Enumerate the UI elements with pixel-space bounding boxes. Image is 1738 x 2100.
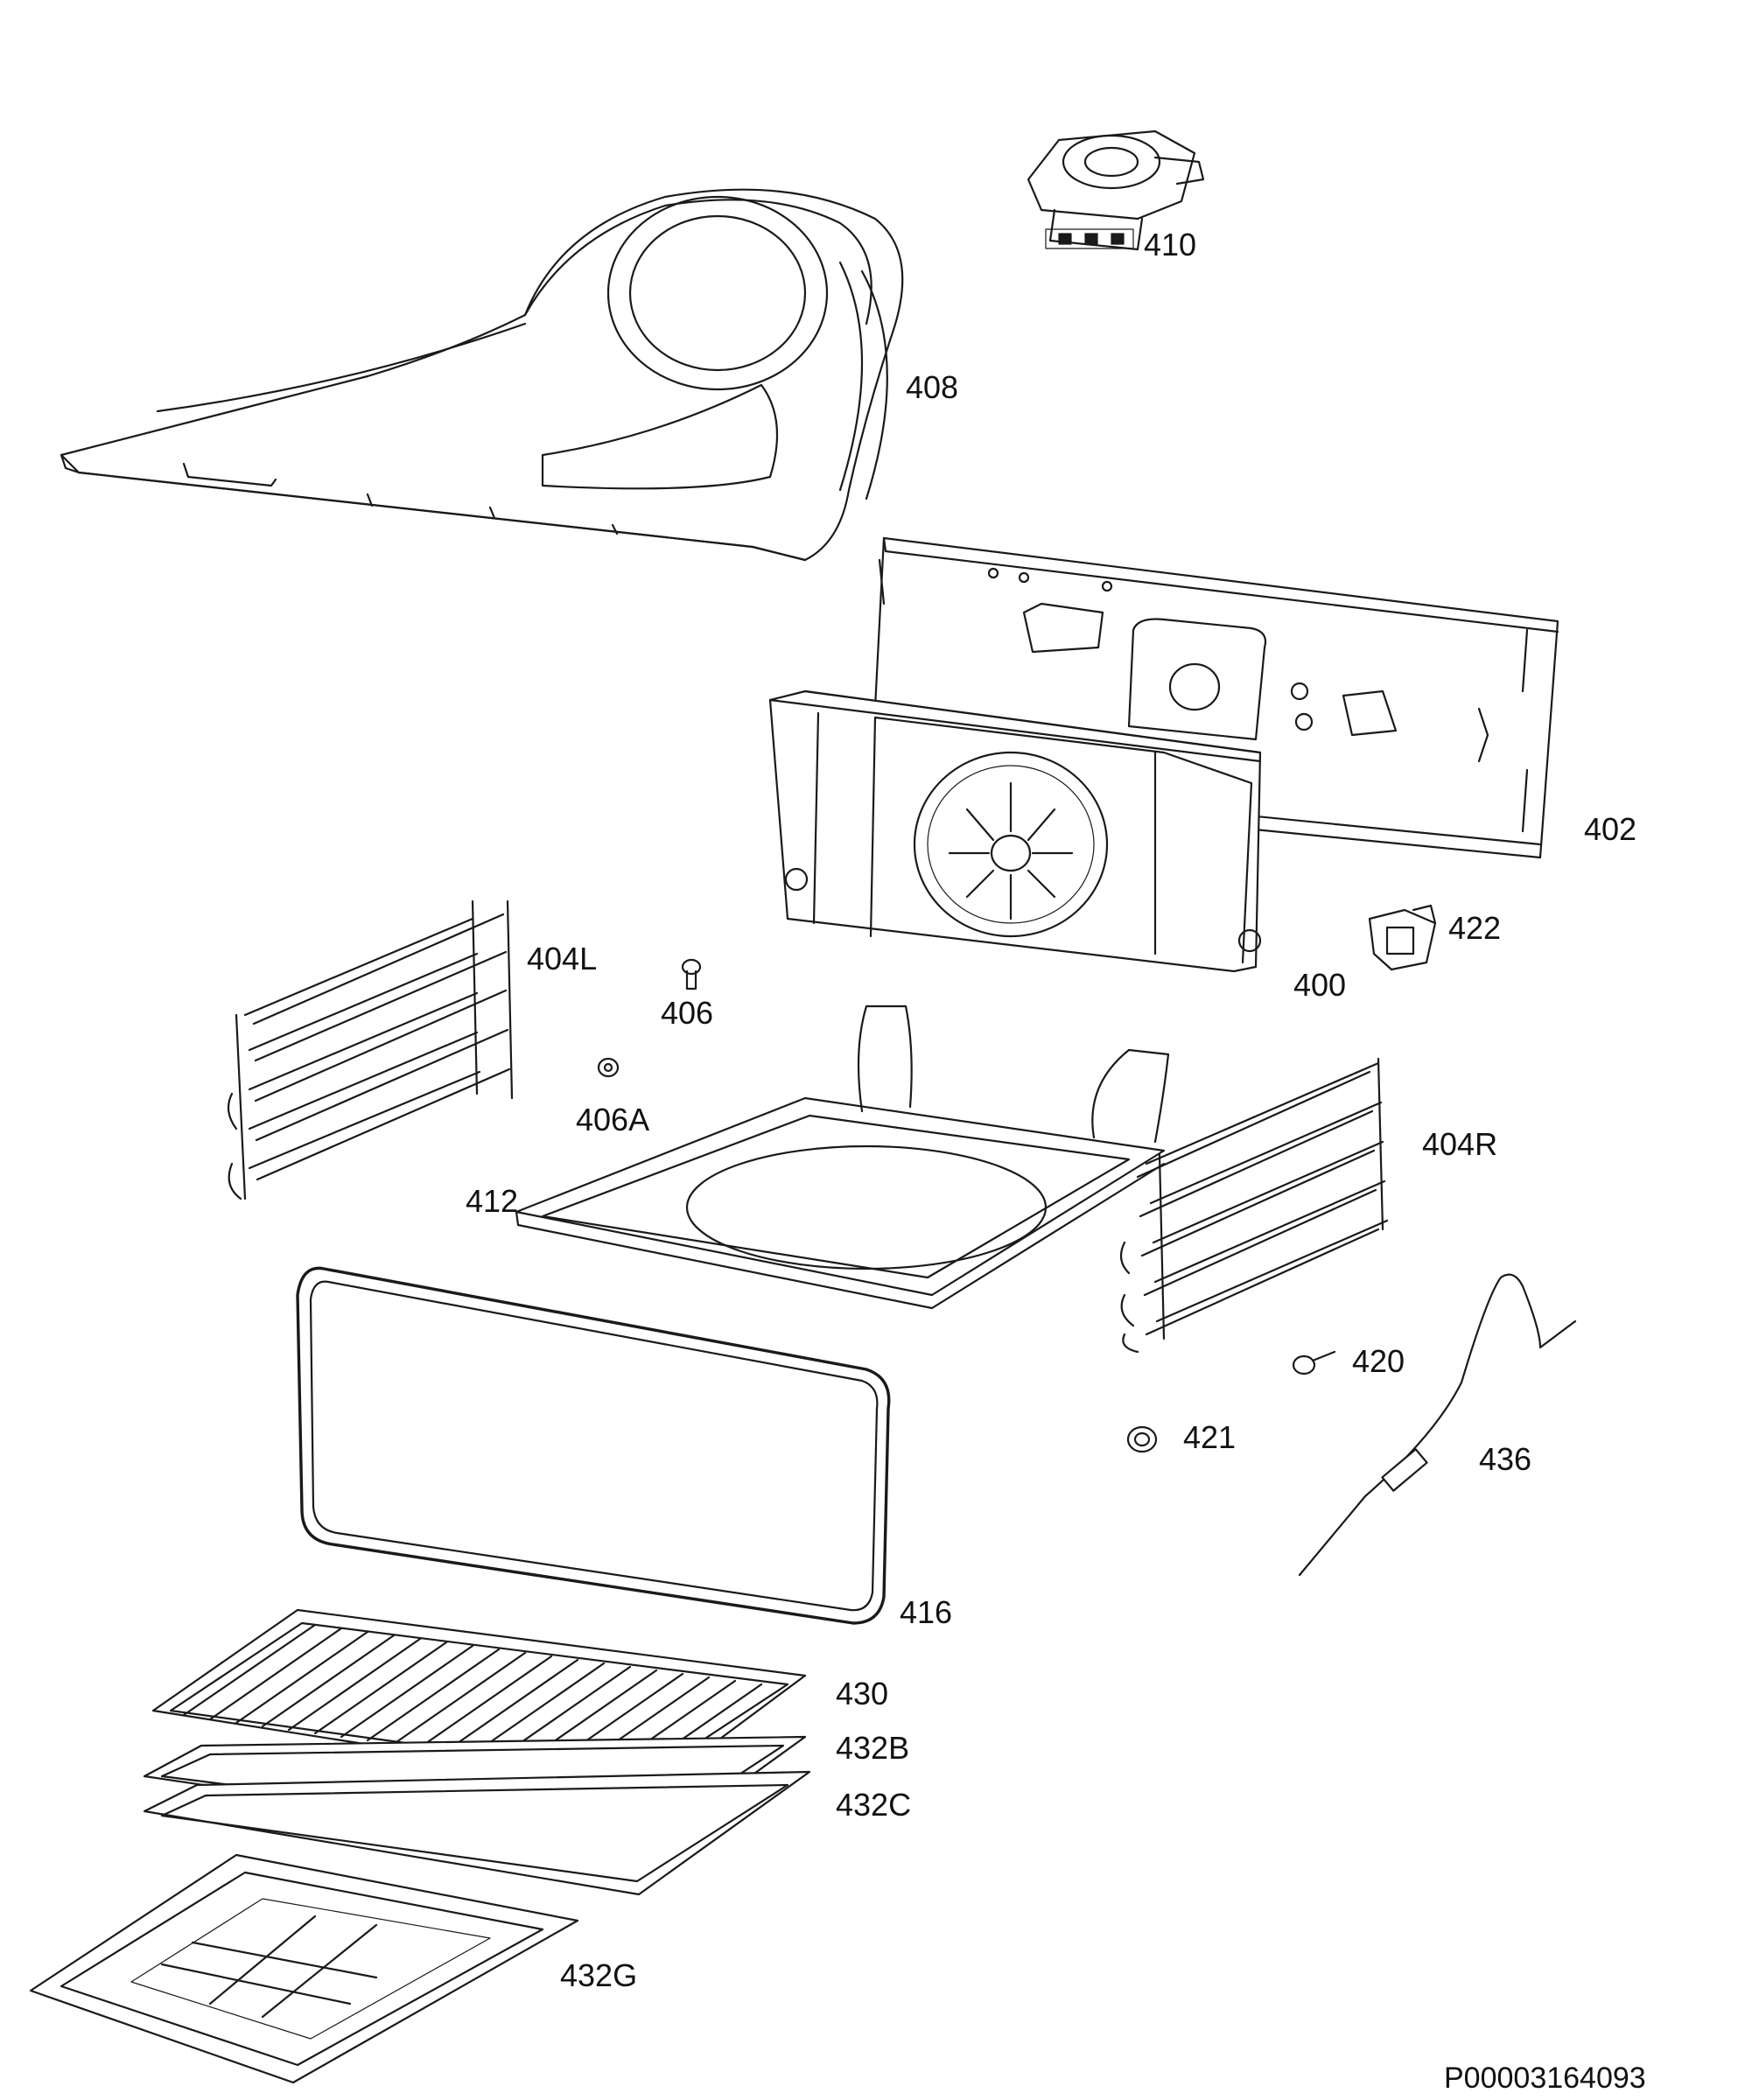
part-406a-washer	[597, 1057, 620, 1078]
label-410: 410	[1144, 227, 1197, 262]
part-412-bottom-heater	[515, 1004, 1170, 1310]
label-421: 421	[1183, 1419, 1237, 1455]
label-404l: 404L	[527, 941, 598, 976]
label-420: 420	[1352, 1343, 1405, 1379]
label-412: 412	[466, 1183, 519, 1219]
part-420-screw	[1292, 1350, 1336, 1376]
label-432c: 432C	[836, 1787, 912, 1823]
label-416: 416	[900, 1594, 953, 1630]
label-432g: 432G	[560, 1957, 638, 1993]
label-430: 430	[836, 1676, 889, 1712]
part-432c-deep-tray	[143, 1770, 811, 1896]
label-402: 402	[1584, 811, 1637, 847]
part-404l-shelf-support-left	[227, 900, 514, 1200]
part-410-cooling-fan	[1027, 130, 1205, 251]
part-406-fixing-screw	[681, 958, 702, 990]
part-408-fan-cover	[60, 188, 904, 562]
part-421-grommet	[1126, 1425, 1158, 1453]
label-422: 422	[1448, 910, 1502, 946]
label-400: 400	[1293, 967, 1347, 1003]
label-404r: 404R	[1422, 1126, 1498, 1162]
label-432b: 432B	[836, 1730, 910, 1766]
label-406a: 406A	[576, 1102, 650, 1138]
part-416-door-gasket	[296, 1266, 891, 1625]
part-436-meat-probe	[1298, 1273, 1577, 1577]
label-436: 436	[1479, 1441, 1532, 1477]
label-408: 408	[906, 369, 959, 405]
diagram-code: P00003164093	[1444, 2062, 1646, 2095]
part-400-fan-baffle	[768, 690, 1262, 973]
part-422-lamp-holder	[1368, 904, 1437, 971]
part-404r-shelf-support-right	[1119, 1057, 1389, 1354]
part-432g-perforated-tray	[29, 1853, 579, 2084]
label-406: 406	[661, 995, 714, 1031]
